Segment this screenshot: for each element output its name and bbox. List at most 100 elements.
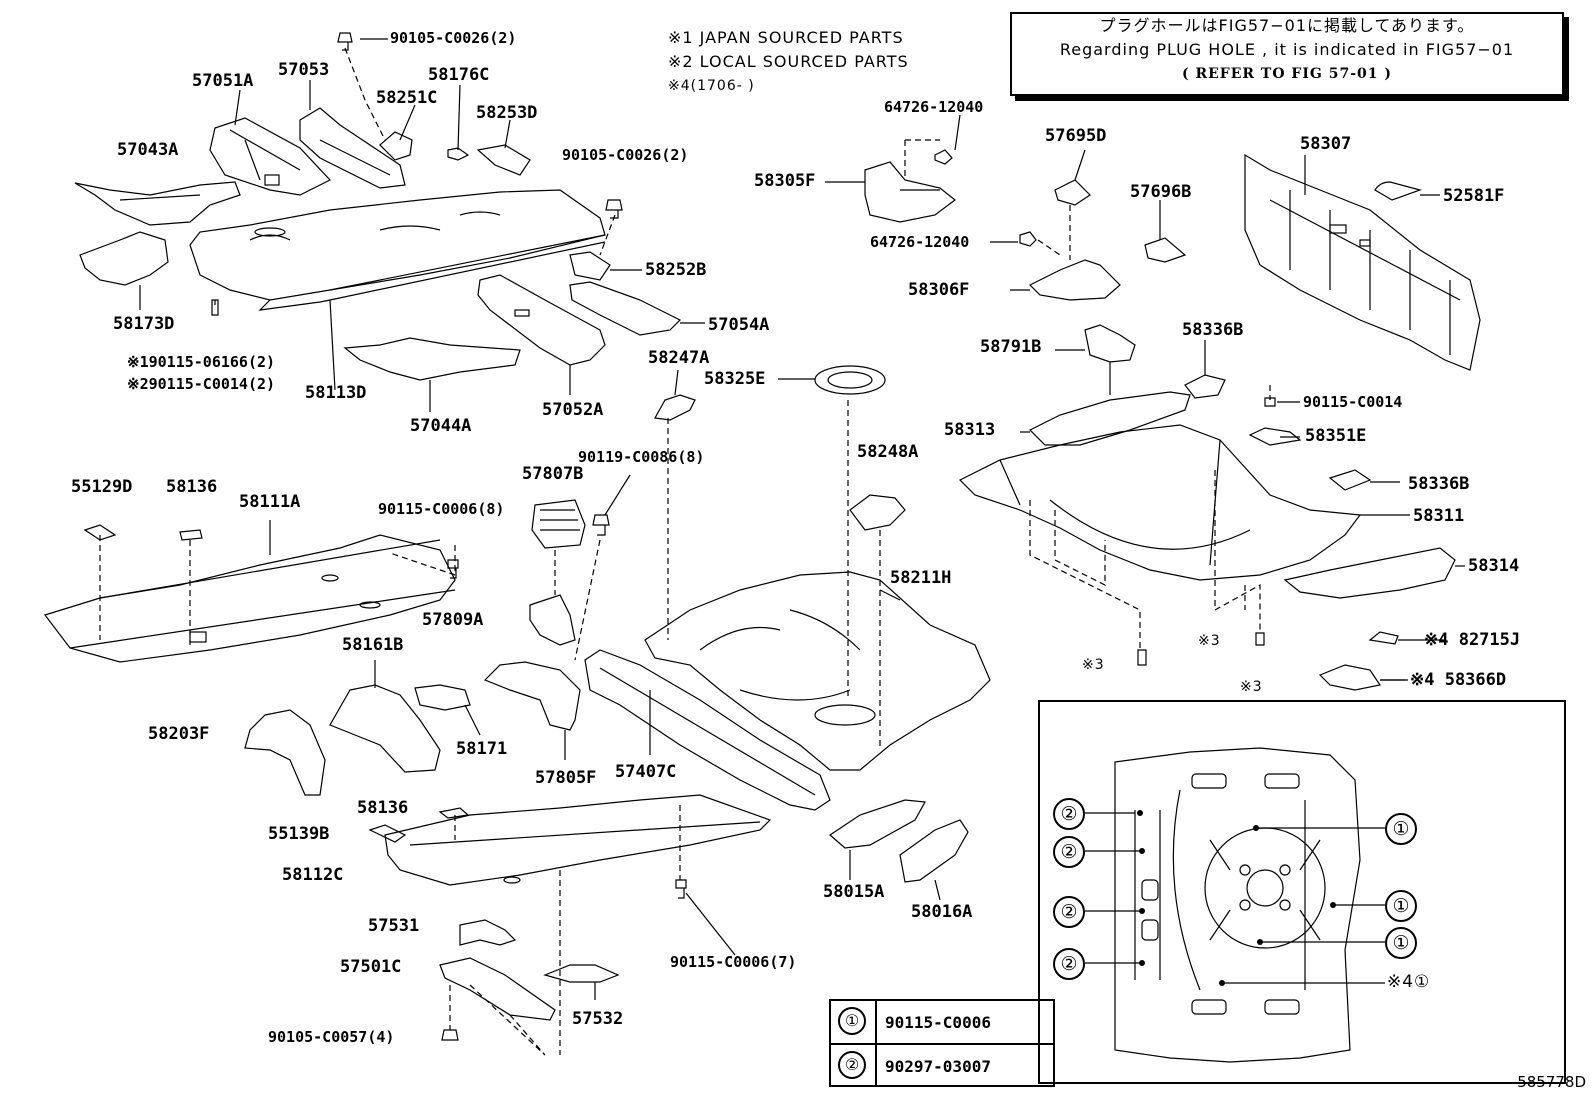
- part-55129d-shape: [83, 524, 117, 541]
- label-64726-12040-top[interactable]: 64726-12040: [884, 98, 984, 116]
- part-57501c-shape: [439, 957, 556, 1021]
- rear-seat-floor-panel-shape: [44, 534, 456, 663]
- label-57044a[interactable]: 57044A: [410, 416, 472, 436]
- label-58307[interactable]: 58307: [1300, 134, 1352, 154]
- note-local-sourced: ※2 LOCAL SOURCED PARTS: [668, 52, 909, 71]
- label-57696b[interactable]: 57696B: [1130, 182, 1192, 202]
- label-52581f[interactable]: 52581F: [1443, 186, 1505, 206]
- label-90105-c0057[interactable]: 90105-C0057(4): [268, 1028, 395, 1046]
- label-90105-c0026-top[interactable]: 90105-C0026(2): [390, 29, 517, 47]
- note-japan-sourced: ※1 JAPAN SOURCED PARTS: [668, 28, 904, 47]
- label-58171[interactable]: 58171: [456, 739, 508, 759]
- part-58112c-shape: [384, 794, 772, 886]
- part-58252b-shape: [569, 251, 611, 281]
- label-58203f[interactable]: 58203F: [148, 724, 210, 744]
- label-90115-c0006-8[interactable]: 90115-C0006(8): [378, 500, 505, 518]
- part-58173d-shape: [79, 231, 169, 310]
- part-57051a-shape: [209, 117, 331, 196]
- label-58251c[interactable]: 58251C: [376, 88, 438, 108]
- label-57052a[interactable]: 57052A: [542, 400, 604, 420]
- plug-hole-reference-box: プラグホールはFIG57−01に掲載してあります。 Regarding PLUG…: [1010, 12, 1564, 96]
- label-57805f[interactable]: 57805F: [535, 768, 597, 788]
- inset-callout-2b: ②: [1053, 836, 1085, 868]
- inset-callout-1b: ①: [1385, 890, 1417, 922]
- label-57501c[interactable]: 57501C: [340, 957, 402, 977]
- label-57809a[interactable]: 57809A: [422, 610, 484, 630]
- label-58248a[interactable]: 58248A: [857, 442, 919, 462]
- bolt-90119-c0086: [592, 514, 610, 536]
- label-57407c[interactable]: 57407C: [615, 762, 677, 782]
- label-58176c[interactable]: 58176C: [428, 65, 490, 85]
- label-90115-c0006-7[interactable]: 90115-C0006(7): [670, 953, 797, 971]
- bolt-90105-top: [337, 32, 353, 51]
- part-58305f-shape: [864, 161, 956, 223]
- label-58306f[interactable]: 58306F: [908, 280, 970, 300]
- legend-part-1[interactable]: 90115-C0006: [885, 1013, 991, 1032]
- legend-row-2: ② 90297-03007: [831, 1043, 1053, 1087]
- label-90105-c0026-mid[interactable]: 90105-C0026(2): [562, 146, 689, 164]
- label-57695d[interactable]: 57695D: [1045, 126, 1107, 146]
- label-57053[interactable]: 57053: [278, 60, 330, 80]
- label-58252b[interactable]: 58252B: [645, 260, 707, 280]
- label-58111a[interactable]: 58111A: [239, 492, 301, 512]
- reference-fig-link[interactable]: ( REFER TO FIG 57-01 ): [1181, 66, 1392, 82]
- legend-symbol-2: ②: [838, 1051, 866, 1079]
- label-58211h[interactable]: 58211H: [890, 568, 952, 588]
- part-58336b-lower-shape: [1328, 469, 1372, 491]
- part-58366d-shape: [1318, 664, 1381, 691]
- bolt-ref3-a: [1137, 649, 1147, 666]
- ref3-inset-label: ※3: [1240, 679, 1263, 695]
- label-57807b[interactable]: 57807B: [522, 464, 584, 484]
- label-290115-c0014[interactable]: ※290115-C0014(2): [127, 375, 276, 393]
- label-55139b[interactable]: 55139B: [268, 824, 330, 844]
- label-58113d[interactable]: 58113D: [305, 383, 367, 403]
- label-90115-c0014[interactable]: 90115-C0014: [1303, 393, 1403, 411]
- label-57054a[interactable]: 57054A: [708, 315, 770, 335]
- bolt-90115-c0006-7: [675, 879, 687, 899]
- label-57531[interactable]: 57531: [368, 916, 420, 936]
- inset-drawing: [1085, 747, 1385, 1063]
- label-58247a[interactable]: 58247A: [648, 348, 710, 368]
- legend-part-2[interactable]: 90297-03007: [885, 1057, 991, 1076]
- figure-id: 585778D: [1517, 1073, 1586, 1091]
- label-58136-bot[interactable]: 58136: [357, 798, 409, 818]
- part-57805f-shape: [483, 661, 581, 760]
- label-58336b-mid[interactable]: 58336B: [1408, 474, 1470, 494]
- label-64726-12040-mid[interactable]: 64726-12040: [870, 233, 970, 251]
- label-55129d[interactable]: 55129D: [71, 477, 133, 497]
- inset-callout-ref4-1: ※4①: [1387, 972, 1431, 992]
- label-58351e[interactable]: 58351E: [1305, 426, 1367, 446]
- label-58161b[interactable]: 58161B: [342, 635, 404, 655]
- label-82715j[interactable]: ※4 82715J: [1424, 630, 1521, 650]
- part-57532-shape: [543, 964, 620, 983]
- part-57696b-shape: [1144, 237, 1187, 263]
- part-58247a-shape: [654, 394, 696, 421]
- part-57695d-shape: [1054, 179, 1091, 206]
- label-90119-c0086[interactable]: 90119-C0086(8): [578, 448, 705, 466]
- label-58791b[interactable]: 58791B: [980, 337, 1042, 357]
- label-57051a[interactable]: 57051A: [192, 71, 254, 91]
- label-58136-top[interactable]: 58136: [166, 477, 218, 497]
- label-58112c[interactable]: 58112C: [282, 865, 344, 885]
- part-58016a-shape: [899, 819, 969, 901]
- label-58173d[interactable]: 58173D: [113, 314, 175, 334]
- part-58313-shape: [1028, 391, 1191, 446]
- label-58311[interactable]: 58311: [1413, 506, 1465, 526]
- label-58325e[interactable]: 58325E: [704, 369, 766, 389]
- label-57532[interactable]: 57532: [572, 1009, 624, 1029]
- label-58016a[interactable]: 58016A: [911, 902, 973, 922]
- label-190115-06166[interactable]: ※190115-06166(2): [127, 353, 276, 371]
- label-58366d[interactable]: ※4 58366D: [1410, 670, 1507, 690]
- bolt-90115-c0014: [1264, 397, 1276, 407]
- label-58314[interactable]: 58314: [1468, 556, 1520, 576]
- label-58305f[interactable]: 58305F: [754, 171, 816, 191]
- part-58311-shape: [958, 424, 1362, 581]
- legend-row-1: ① 90115-C0006: [831, 1001, 1053, 1043]
- label-58336b-top[interactable]: 58336B: [1182, 320, 1244, 340]
- label-58015a[interactable]: 58015A: [823, 882, 885, 902]
- bolt-90105-mid: [605, 199, 623, 219]
- label-57043a[interactable]: 57043A: [117, 140, 179, 160]
- label-58253d[interactable]: 58253D: [476, 103, 538, 123]
- label-58313[interactable]: 58313: [944, 420, 996, 440]
- bolt-ref3-b: [1255, 632, 1265, 646]
